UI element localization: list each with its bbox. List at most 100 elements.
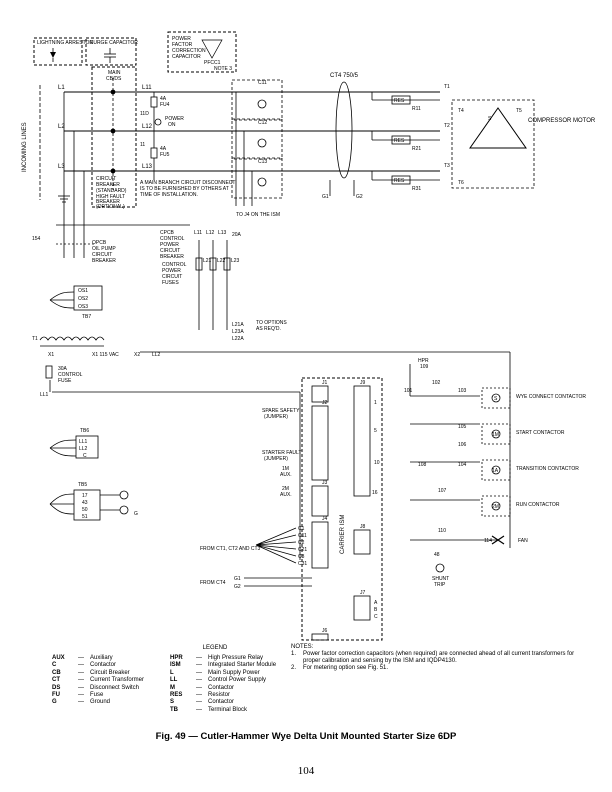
svg-text:IS TO BE FURNISHED BY OTHERS A: IS TO BE FURNISHED BY OTHERS AT	[140, 186, 229, 192]
svg-text:LIGHTNING ARRESTOR: LIGHTNING ARRESTOR	[37, 40, 93, 46]
svg-text:X1 115 VAC: X1 115 VAC	[92, 352, 119, 358]
svg-text:HPR: HPR	[418, 358, 429, 364]
svg-text:1: 1	[374, 400, 377, 406]
svg-text:10: 10	[374, 460, 380, 466]
svg-text:TO OPTIONS: TO OPTIONS	[256, 320, 287, 326]
svg-text:G2: G2	[234, 584, 241, 590]
svg-text:CIRCUIT: CIRCUIT	[96, 176, 116, 182]
svg-text:A: A	[374, 600, 378, 606]
svg-text:114: 114	[484, 538, 492, 544]
branch-breakers: 154 OPCB OIL PUMP CIRCUIT BREAKER CPCB C…	[32, 224, 242, 330]
svg-text:C: C	[83, 453, 87, 459]
svg-text:POWER: POWER	[172, 36, 191, 42]
svg-text:51: 51	[82, 514, 88, 520]
svg-text:AUX.: AUX.	[280, 472, 292, 478]
ct-wiring: C1 C11 C2 C21 C3 C31 FROM CT1, CT2 AND C…	[200, 526, 312, 590]
svg-text:ON: ON	[168, 122, 176, 128]
svg-text:5: 5	[374, 428, 377, 434]
svg-text:HIGH FAULT: HIGH FAULT	[96, 194, 125, 200]
line-l3-label: L3	[58, 164, 65, 170]
svg-text:CB/DS: CB/DS	[106, 76, 122, 82]
svg-text:POWER: POWER	[165, 116, 184, 122]
svg-text:L13: L13	[142, 164, 153, 170]
svg-text:C12: C12	[258, 120, 267, 126]
svg-text:TRANSITION CONTACTOR: TRANSITION CONTACTOR	[516, 466, 579, 472]
svg-text:C2: C2	[298, 540, 305, 546]
svg-text:T3: T3	[444, 163, 450, 169]
svg-text:FAN: FAN	[518, 538, 528, 544]
svg-text:L11: L11	[194, 230, 202, 236]
svg-text:LL1: LL1	[40, 392, 49, 398]
svg-text:C31: C31	[298, 561, 307, 567]
svg-text:FROM CT4: FROM CT4	[200, 580, 226, 586]
svg-text:CONTROL: CONTROL	[162, 262, 187, 268]
svg-text:NOTE 3: NOTE 3	[214, 66, 232, 72]
svg-text:SURGE CAPACITOR: SURGE CAPACITOR	[90, 40, 138, 46]
legend-title: LEGEND	[202, 645, 228, 651]
svg-text:S: S	[488, 116, 492, 122]
notes-title: NOTES:	[291, 644, 314, 650]
svg-text:POWER: POWER	[162, 268, 181, 274]
svg-text:T4: T4	[458, 108, 464, 114]
svg-text:BREAKER: BREAKER	[160, 254, 184, 260]
svg-text:J7: J7	[360, 590, 366, 596]
svg-text:L12: L12	[142, 124, 153, 130]
legend-item: RES—Resistor	[170, 692, 231, 699]
svg-text:L22: L22	[217, 258, 226, 264]
svg-text:4A: 4A	[160, 96, 167, 102]
svg-text:C: C	[374, 614, 378, 620]
legend-item: L—Main Supply Power	[170, 669, 260, 676]
svg-text:108: 108	[418, 462, 427, 468]
svg-text:154: 154	[32, 236, 41, 242]
main-cb-box: MAIN CB/DS	[91, 66, 137, 208]
svg-text:B: B	[374, 607, 378, 613]
svg-text:OIL PUMP: OIL PUMP	[92, 246, 116, 252]
svg-text:WYE CONNECT CONTACTOR: WYE CONNECT CONTACTOR	[516, 394, 586, 400]
tb6-terminal-block: TB6 LL1 LL2 C	[49, 428, 99, 459]
svg-text:L23: L23	[231, 258, 240, 264]
svg-text:105: 105	[458, 424, 467, 430]
svg-text:J8: J8	[360, 524, 366, 530]
compressor-motor: S COMPRESSOR MOTOR T1 T2 T3 T4 T5 T6	[444, 84, 596, 189]
control-transformer: T1 X1 X1 115 VAC X2 LL2 30A CONTROL FUSE…	[32, 320, 510, 398]
svg-text:103: 103	[458, 388, 467, 394]
svg-text:(STANDARD): (STANDARD)	[96, 188, 127, 194]
svg-text:1A: 1A	[492, 468, 499, 474]
svg-text:SHUNT: SHUNT	[432, 576, 449, 582]
line-l2-label: L2	[58, 124, 65, 130]
svg-text:AUX.: AUX.	[280, 492, 292, 498]
svg-text:TRIP: TRIP	[434, 582, 446, 588]
svg-text:OS1: OS1	[78, 288, 88, 294]
note-item: 2.For metering option see Fig. 51.	[291, 665, 389, 671]
svg-text:11: 11	[140, 142, 145, 148]
svg-text:1M: 1M	[492, 432, 499, 438]
legend-right-column: HPR—High Pressure Relay ISM—Integrated S…	[170, 655, 276, 714]
svg-text:FU5: FU5	[160, 152, 170, 158]
legend-item: LL—Control Power Supply	[170, 677, 267, 684]
notes: NOTES: 1.Power factor correction capacit…	[291, 644, 581, 672]
legend-item: M—Contactor	[170, 684, 235, 691]
svg-text:J3: J3	[322, 480, 328, 486]
lightning-arrestor-box: LIGHTNING ARRESTOR	[33, 37, 93, 66]
svg-text:FUSE: FUSE	[58, 378, 72, 384]
svg-text:T1: T1	[444, 84, 450, 90]
svg-text:43: 43	[82, 500, 88, 506]
svg-text:110: 110	[438, 528, 446, 534]
svg-text:R31: R31	[412, 186, 421, 192]
svg-text:STARTER FAULT: STARTER FAULT	[262, 450, 301, 456]
svg-text:G2: G2	[356, 194, 363, 200]
svg-text:C13: C13	[258, 159, 267, 165]
svg-text:1M: 1M	[282, 466, 289, 472]
svg-text:T2: T2	[444, 123, 450, 129]
svg-text:CIRCUIT: CIRCUIT	[162, 274, 182, 280]
svg-text:MAIN: MAIN	[108, 70, 121, 76]
svg-text:LL2: LL2	[152, 352, 161, 358]
pfcc-box: POWER FACTOR CORRECTION CAPACITOR PFCC1 …	[167, 31, 237, 73]
svg-text:20A: 20A	[232, 232, 242, 238]
svg-text:CIRCUIT: CIRCUIT	[160, 248, 180, 254]
svg-text:L11: L11	[142, 85, 152, 91]
svg-text:INCOMING LINES: INCOMING LINES	[22, 122, 28, 172]
svg-text:BREAKER: BREAKER	[96, 199, 120, 205]
